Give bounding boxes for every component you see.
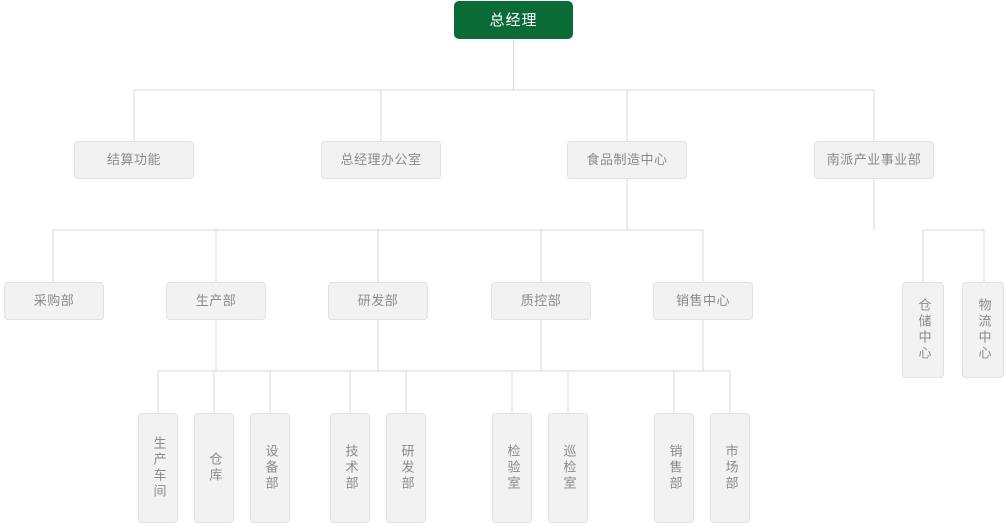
org-node-label-qc: 质控部 — [520, 293, 562, 309]
org-node-label-equipment: 设备部 — [262, 444, 278, 492]
org-node-rd-dept[interactable]: 研发部 — [386, 413, 426, 523]
org-node-gm-office[interactable]: 总经理办公室 — [321, 141, 441, 179]
org-node-gm[interactable]: 总经理 — [454, 1, 573, 39]
org-node-warehouse[interactable]: 仓库 — [194, 413, 234, 523]
org-node-label-purchasing: 采购部 — [33, 293, 75, 309]
org-node-south-div[interactable]: 南派产业事业部 — [814, 141, 934, 179]
org-node-label-warehouse-center: 仓储中心 — [915, 298, 931, 362]
org-node-logistics-center[interactable]: 物流中心 — [962, 282, 1004, 378]
org-node-food-center[interactable]: 食品制造中心 — [567, 141, 687, 179]
org-node-label-rd-dept: 研发部 — [398, 444, 414, 492]
org-node-sales-center[interactable]: 销售中心 — [653, 282, 753, 320]
org-node-label-settlement: 结算功能 — [106, 152, 161, 168]
org-node-workshop[interactable]: 生产车间 — [138, 413, 178, 523]
org-node-label-south-div: 南派产业事业部 — [826, 152, 922, 168]
org-node-sales-dept[interactable]: 销售部 — [654, 413, 694, 523]
org-node-label-warehouse: 仓库 — [206, 452, 222, 484]
org-node-settlement[interactable]: 结算功能 — [74, 141, 194, 179]
org-node-label-sales-dept: 销售部 — [666, 444, 682, 492]
org-node-production[interactable]: 生产部 — [166, 282, 266, 320]
org-node-label-patrol-lab: 巡检室 — [560, 444, 576, 492]
org-node-label-technical: 技术部 — [342, 444, 358, 492]
org-node-label-gm: 总经理 — [489, 10, 538, 29]
org-node-label-rd: 研发部 — [357, 293, 399, 309]
org-node-patrol-lab[interactable]: 巡检室 — [548, 413, 588, 523]
org-node-marketing-dept[interactable]: 市场部 — [710, 413, 750, 523]
org-node-warehouse-center[interactable]: 仓储中心 — [902, 282, 944, 378]
org-node-label-production: 生产部 — [195, 293, 237, 309]
org-node-qc[interactable]: 质控部 — [491, 282, 591, 320]
org-node-inspection-lab[interactable]: 检验室 — [492, 413, 532, 523]
org-node-label-sales-center: 销售中心 — [675, 293, 730, 309]
org-node-purchasing[interactable]: 采购部 — [4, 282, 104, 320]
org-node-label-workshop: 生产车间 — [150, 436, 166, 500]
org-node-technical[interactable]: 技术部 — [330, 413, 370, 523]
org-node-label-food-center: 食品制造中心 — [586, 152, 668, 168]
org-node-label-gm-office: 总经理办公室 — [340, 152, 422, 168]
org-node-label-logistics-center: 物流中心 — [975, 298, 991, 362]
org-node-rd[interactable]: 研发部 — [328, 282, 428, 320]
org-node-label-inspection-lab: 检验室 — [504, 444, 520, 492]
org-node-equipment[interactable]: 设备部 — [250, 413, 290, 523]
org-node-label-marketing-dept: 市场部 — [722, 444, 738, 492]
